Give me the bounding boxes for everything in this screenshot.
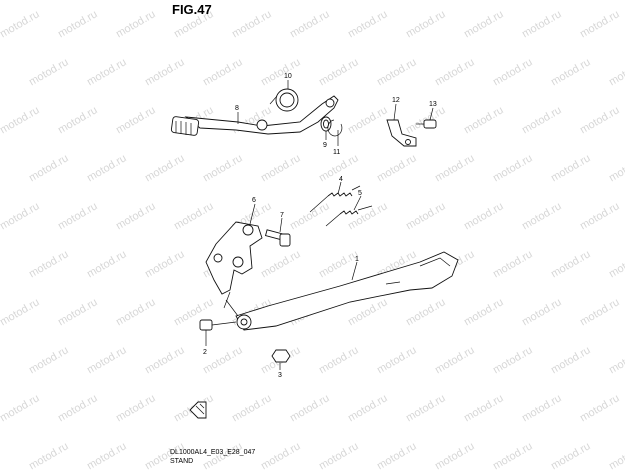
bolt-part-13[interactable]	[416, 119, 437, 129]
callout-10: 10	[284, 73, 292, 80]
bolt-part-7[interactable]	[264, 229, 291, 247]
callout-5: 5	[358, 190, 362, 197]
callout-2: 2	[203, 349, 207, 356]
side-stand-part-1[interactable]	[235, 251, 459, 331]
callout-1: 1	[355, 256, 359, 263]
callout-9: 9	[323, 142, 327, 149]
washer-part-9[interactable]	[320, 116, 332, 132]
clip-part-11[interactable]	[327, 119, 343, 137]
callout-13: 13	[429, 101, 437, 108]
callout-3: 3	[278, 372, 282, 379]
callout-4: 4	[339, 176, 343, 183]
pedal-arm-part[interactable]	[170, 95, 339, 136]
bracket-part-12[interactable]	[386, 119, 417, 147]
spring-part-10[interactable]	[269, 88, 299, 112]
callout-12: 12	[392, 97, 400, 104]
stand-bracket-part-6[interactable]	[205, 221, 263, 295]
callout-8: 8	[235, 105, 239, 112]
spring-part-5[interactable]	[325, 205, 373, 227]
nut-part-3[interactable]	[271, 349, 291, 363]
model-code-label: DL1000AL4_E03_E28_047	[170, 449, 256, 456]
figure-title: FIG.47	[172, 2, 212, 17]
front-direction-arrow-icon	[189, 401, 207, 419]
figure-caption: STAND	[170, 458, 194, 465]
callout-7: 7	[280, 212, 284, 219]
callout-leaders	[205, 80, 434, 370]
spring-part-4[interactable]	[309, 185, 361, 213]
bolt-part-2[interactable]	[199, 319, 237, 331]
callout-11: 11	[333, 149, 340, 156]
callout-6: 6	[252, 197, 256, 204]
callout-numbers: 10 8 9 11 12 13 4 5 6 7 1 2 3	[203, 73, 437, 379]
